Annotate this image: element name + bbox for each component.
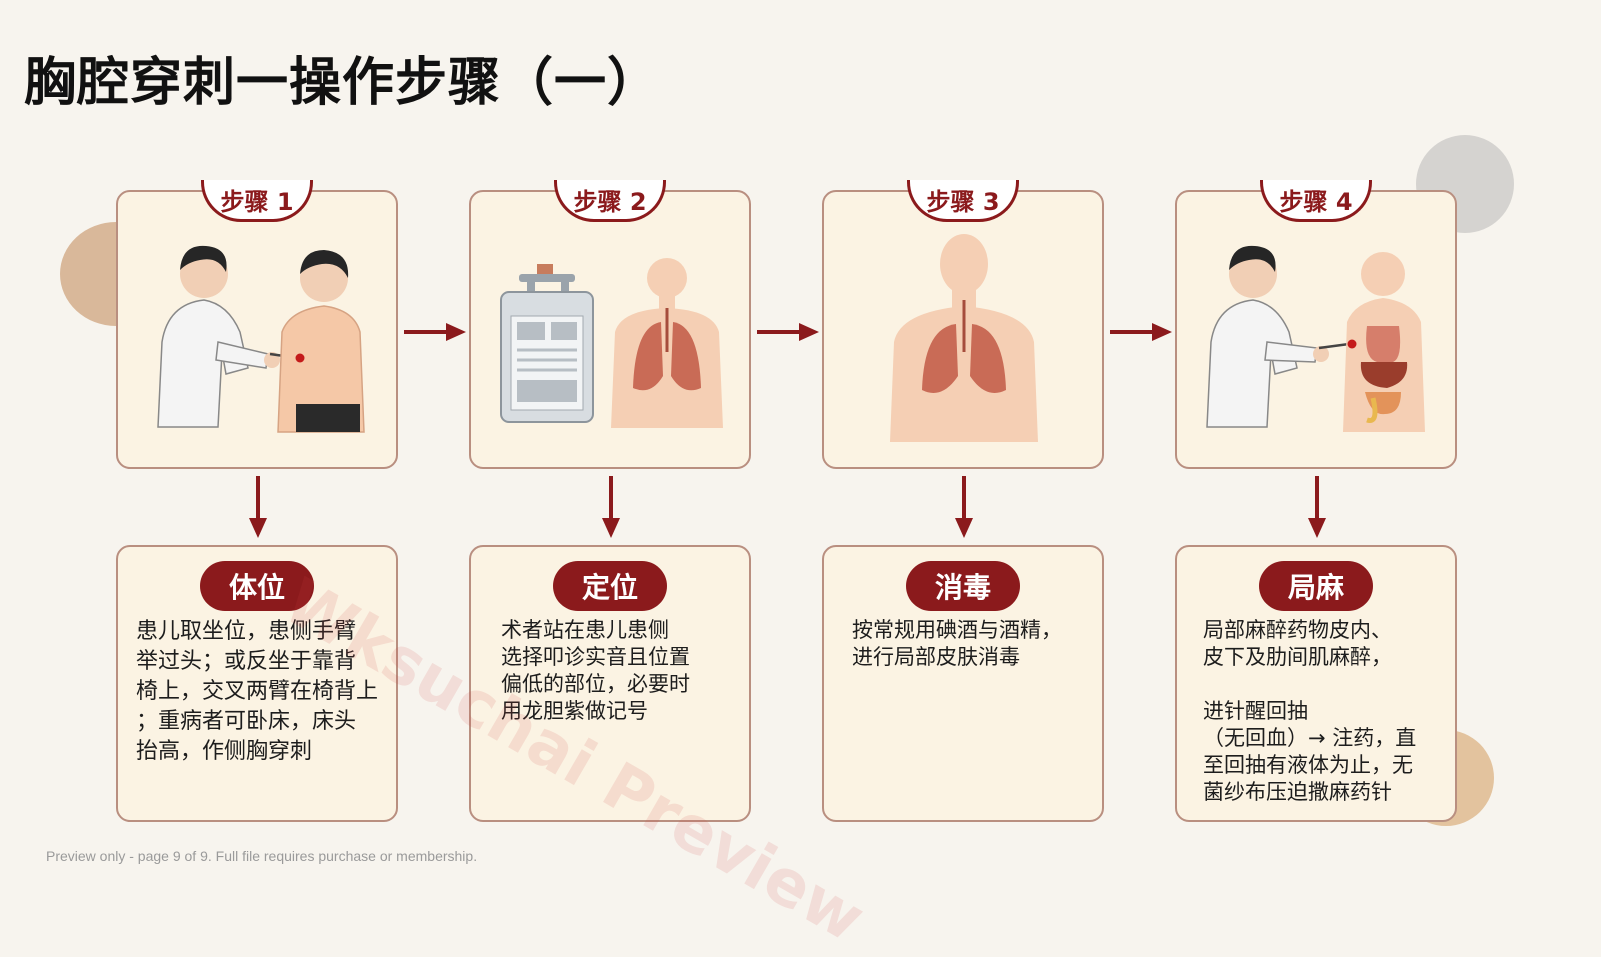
doctor-anesthesia-illustration — [1206, 245, 1425, 432]
step-1-description-card: 体位 患儿取坐位，患侧手臂 举过头；或反坐于靠背 椅上，交叉两臂在椅背上 ；重病… — [116, 545, 398, 822]
step-4-description: 局部麻醉药物皮内、 皮下及肋间肌麻醉， 进针醒回抽 （无回血）→ 注药，直 至回… — [1203, 618, 1417, 804]
step-3-heading: 消毒 — [906, 561, 1020, 611]
down-arrow-icon — [1308, 476, 1326, 538]
right-arrow-icon — [757, 323, 819, 341]
step-3-description: 按常规用碘酒与酒精， 进行局部皮肤消毒 — [852, 618, 1062, 669]
right-arrow-icon — [404, 323, 466, 341]
right-arrow-icon — [1110, 323, 1172, 341]
step-1-heading: 体位 — [200, 561, 314, 611]
doctor-patient-illustration — [157, 245, 365, 433]
page-title: 胸腔穿刺一操作步骤（一） — [24, 53, 661, 113]
down-arrow-icon — [249, 476, 267, 538]
step-1-description: 患儿取坐位，患侧手臂 举过头；或反坐于靠背 椅上，交叉两臂在椅背上 ；重病者可卧… — [136, 619, 379, 764]
machine-and-lungs-illustration — [500, 258, 723, 428]
preview-footer: Preview only - page 9 of 9. Full file re… — [46, 848, 478, 864]
step-3-description-card: 消毒 按常规用碘酒与酒精， 进行局部皮肤消毒 — [822, 545, 1104, 822]
step-2-heading: 定位 — [553, 561, 667, 611]
step-4-description-card: 局麻 局部麻醉药物皮内、 皮下及肋间肌麻醉， 进针醒回抽 （无回血）→ 注药，直… — [1175, 545, 1457, 822]
step-2-illustration-card: 步骤 2 — [469, 180, 751, 469]
down-arrow-icon — [602, 476, 620, 538]
torso-lungs-illustration — [890, 234, 1038, 442]
step-4-heading: 局麻 — [1259, 561, 1373, 611]
step-4-tab: 步骤 4 — [1260, 180, 1372, 222]
step-2-description: 术者站在患儿患侧 选择叩诊实音且位置 偏低的部位，必要时 用龙胆紫做记号 — [501, 618, 690, 723]
step-1-illustration-card: 步骤 1 — [116, 180, 398, 469]
step-3-illustration-card: 步骤 3 — [822, 180, 1104, 469]
step-2-description-card: 定位 术者站在患儿患侧 选择叩诊实音且位置 偏低的部位，必要时 用龙胆紫做记号 — [469, 545, 751, 822]
step-4-illustration-card: 步骤 4 — [1175, 180, 1457, 469]
down-arrow-icon — [955, 476, 973, 538]
